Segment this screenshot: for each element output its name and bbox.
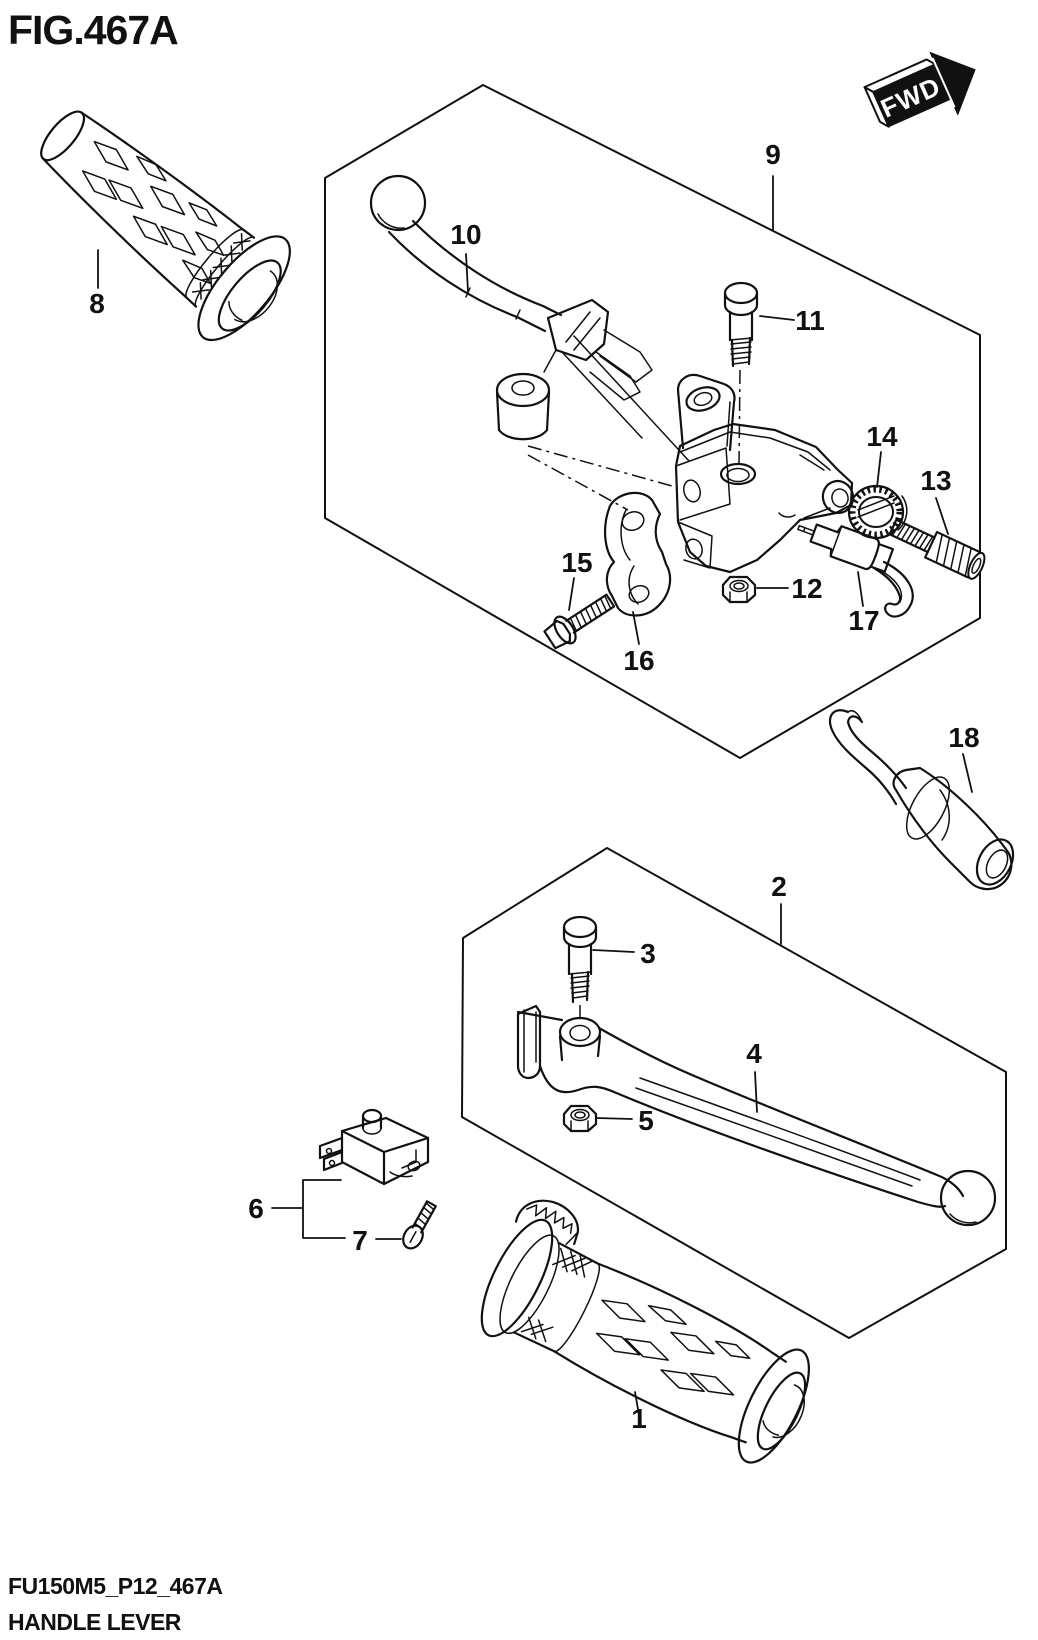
callout-4: 4 [746,1038,762,1069]
callout-1: 1 [631,1403,647,1434]
footer-title: HANDLE LEVER [8,1609,182,1635]
part-12-pivot-nut [721,575,757,604]
callout-6: 6 [248,1193,264,1224]
callout-17: 17 [848,605,879,636]
part-9-lever-holder [674,373,855,574]
part-3-pivot-bolt [562,915,598,1022]
part-14-adjuster-wheel [847,484,908,540]
grip-knurl [595,1299,751,1396]
callout-16: 16 [623,645,654,676]
part-16-handlebar-clamp [604,491,672,617]
callout-18: 18 [948,722,979,753]
assembly-2-region-outline [461,847,1007,1339]
part-10-lever [369,174,653,441]
assembly-9-region-outline [324,84,981,759]
fwd-arrow-icon: FWD [863,51,976,128]
part-6-brake-switch [318,1108,430,1186]
part-11-pivot-bolt [723,281,759,466]
callout-11: 11 [795,305,825,336]
figure-title: FIG.467A [8,7,178,53]
part-13-cable-adjuster [888,518,986,580]
part-7-switch-screw [402,1200,437,1250]
part-17-switch-wire [797,523,914,618]
part-4-lever [516,1004,997,1227]
callout-15: 15 [561,547,592,578]
projection-lines [527,335,690,511]
callout-8: 8 [89,288,105,319]
part-18-lever-boot [828,709,1015,891]
grip-hatch [191,233,251,300]
callout-2: 2 [771,871,787,902]
callout-9: 9 [765,139,781,170]
callout-3: 3 [640,938,656,969]
grip-hatch [520,1247,594,1343]
part-5-pivot-nut [562,1104,598,1133]
callout-13: 13 [920,465,951,496]
footer-code: FU150M5_P12_467A [8,1573,222,1599]
callouts: 1 2 3 4 5 6 7 8 9 10 11 12 13 14 15 16 1… [89,139,979,1434]
part-15-clamp-bolt [543,593,616,650]
leader-lines [97,175,973,1416]
callout-14: 14 [866,421,898,452]
part-8-left-grip [40,110,291,342]
grip-knurl [81,140,225,285]
callout-7: 7 [352,1225,368,1256]
callout-12: 12 [791,573,822,604]
callout-5: 5 [638,1105,654,1136]
part-1-throttle-grip [480,1199,810,1464]
callout-10: 10 [450,219,481,250]
